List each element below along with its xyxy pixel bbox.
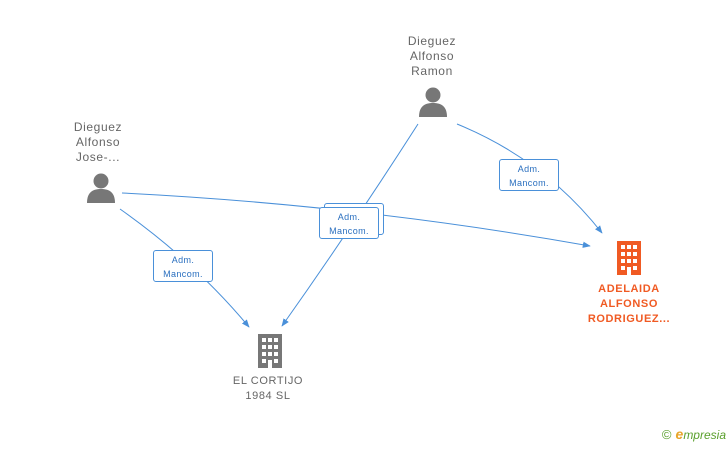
building-icon[interactable] [614, 240, 644, 276]
person-label-dieguez-ramon: Dieguez Alfonso Ramon [407, 34, 457, 78]
relation-badge[interactable]: Adm. Mancom. [499, 159, 559, 191]
building-icon[interactable] [255, 333, 285, 369]
company-label-adelaida: ADELAIDA ALFONSO RODRIGUEZ... [587, 283, 671, 325]
brand-logo[interactable]: ©empresia [661, 426, 726, 442]
person-icon[interactable] [86, 172, 116, 204]
person-icon[interactable] [418, 86, 448, 118]
person-label-dieguez-jose: Dieguez Alfonso Jose-... [73, 120, 123, 164]
relation-badge[interactable]: Adm. Mancom. [153, 250, 213, 282]
relation-badge[interactable]: Adm. Mancom. [319, 207, 379, 239]
company-label-el-cortijo: EL CORTIJO 1984 SL [232, 375, 304, 402]
